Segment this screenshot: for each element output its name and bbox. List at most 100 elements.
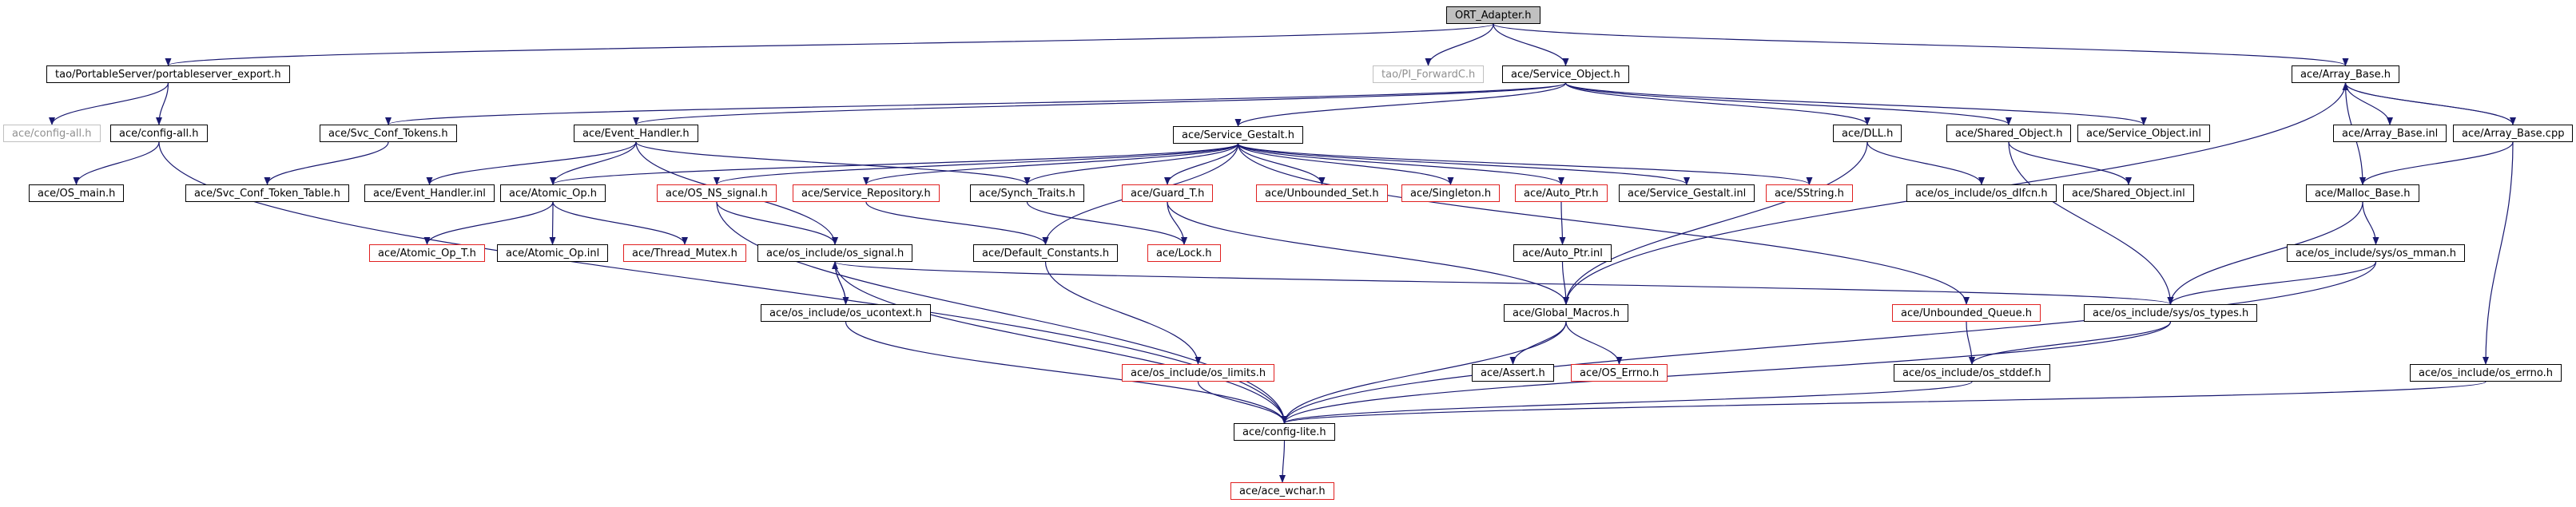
edge-global_macros-to-assert <box>1509 321 1567 365</box>
node-shared-object[interactable]: ace/Shared_Object.h <box>1946 125 2072 142</box>
node-service-gestalt[interactable]: ace/Service_Gestalt.h <box>1173 126 1304 144</box>
edge-service_gestalt-to-auto_ptr <box>1237 143 1564 185</box>
edge-auto_ptr_inl-to-global_macros <box>1561 261 1569 305</box>
node-os-types[interactable]: ace/os_include/sys/os_types.h <box>2084 304 2258 322</box>
edge-guard_t-to-lock <box>1167 201 1187 245</box>
node-array-base-inl[interactable]: ace/Array_Base.inl <box>2333 125 2447 142</box>
node-atomic-op-inl[interactable]: ace/Atomic_Op.inl <box>497 244 609 262</box>
edge-shared_object-to-shared_object_inl <box>2008 141 2132 185</box>
edge-service_object-to-svc_conf_tokens <box>385 82 1567 125</box>
edge-service_object-to-event_handler <box>633 82 1567 125</box>
edge-event_handler-to-synch_traits <box>635 141 1031 185</box>
node-synch-traits[interactable]: ace/Synch_Traits.h <box>970 184 1084 202</box>
edge-shared_object-to-os_types <box>2008 141 2174 305</box>
node-os-stddef[interactable]: ace/os_include/os_stddef.h <box>1894 364 2050 382</box>
edge-event_handler-to-event_handler_inl <box>426 141 637 185</box>
node-event-handler[interactable]: ace/Event_Handler.h <box>574 125 698 142</box>
edge-ort_adapter-to-pi_forwardc <box>1425 23 1494 66</box>
node-global-macros[interactable]: ace/Global_Macros.h <box>1504 304 1628 322</box>
node-unbounded-set[interactable]: ace/Unbounded_Set.h <box>1256 184 1388 202</box>
edge-os_limits-to-config_lite <box>1197 381 1288 424</box>
edge-atomic_op-to-atomic_op_inl <box>549 201 556 245</box>
node-malloc-base[interactable]: ace/Malloc_Base.h <box>2306 184 2419 202</box>
edge-service_gestalt-to-atomic_op <box>550 143 1239 185</box>
edge-os_types-to-os_stddef <box>1969 321 2172 365</box>
edge-array_base_cpp-to-malloc_base <box>2359 141 2514 185</box>
node-pi-forwardc[interactable]: tao/PI_ForwardC.h <box>1373 65 1485 83</box>
node-config-all[interactable]: ace/config-all.h <box>110 125 208 142</box>
node-os-signal[interactable]: ace/os_include/os_signal.h <box>757 244 913 262</box>
node-svc-conf-tokens[interactable]: ace/Svc_Conf_Tokens.h <box>320 125 457 142</box>
node-singleton[interactable]: ace/Singleton.h <box>1401 184 1501 202</box>
edge-malloc_base-to-os_types <box>2167 201 2363 305</box>
node-dll[interactable]: ace/DLL.h <box>1833 125 1902 142</box>
node-lock[interactable]: ace/Lock.h <box>1147 244 1221 262</box>
node-os-dlfcn[interactable]: ace/os_include/os_dlfcn.h <box>1906 184 2057 202</box>
edge-config_all-to-os_main <box>73 141 160 185</box>
edge-os_ucontext-to-os_signal <box>832 261 847 305</box>
node-unbounded-queue[interactable]: ace/Unbounded_Queue.h <box>1892 304 2041 322</box>
edge-service_gestalt-to-sstring <box>1237 143 1813 185</box>
node-auto-ptr[interactable]: ace/Auto_Ptr.h <box>1515 184 1608 202</box>
edge-os_ns_signal-to-config_lite <box>716 201 1288 424</box>
edge-os_signal-to-os_types <box>834 261 2173 305</box>
node-ort-adapter[interactable]: ORT_Adapter.h <box>1446 6 1540 24</box>
node-os-mman[interactable]: ace/os_include/sys/os_mman.h <box>2287 244 2465 262</box>
edge-ort_adapter-to-array_base <box>1493 23 2349 66</box>
node-auto-ptr-inl[interactable]: ace/Auto_Ptr.inl <box>1513 244 1612 262</box>
node-svc-conf-token-table[interactable]: ace/Svc_Conf_Token_Table.h <box>185 184 349 202</box>
edge-service_gestalt-to-unbounded_queue <box>1237 143 1970 305</box>
edge-os_mman-to-config_lite <box>1281 261 2377 424</box>
node-service-object-inl[interactable]: ace/Service_Object.inl <box>2077 125 2210 142</box>
node-atomic-op-t[interactable]: ace/Atomic_Op_T.h <box>369 244 485 262</box>
node-default-constants[interactable]: ace/Default_Constants.h <box>973 244 1119 262</box>
edge-os_types-to-config_lite <box>1281 321 2172 424</box>
edge-service_object-to-service_object_inl <box>1564 82 2147 125</box>
edge-synch_traits-to-lock <box>1026 201 1187 245</box>
node-service-object[interactable]: ace/Service_Object.h <box>1502 65 1629 83</box>
edge-auto_ptr-to-auto_ptr_inl <box>1559 201 1566 245</box>
node-portableserver-export[interactable]: tao/PortableServer/portableserver_export… <box>46 65 290 83</box>
node-assert[interactable]: ace/Assert.h <box>1472 364 1554 382</box>
node-os-main[interactable]: ace/OS_main.h <box>29 184 125 202</box>
node-array-base-cpp[interactable]: ace/Array_Base.cpp <box>2453 125 2574 142</box>
edge-service_gestalt-to-unbounded_set <box>1237 143 1326 185</box>
node-service-repository[interactable]: ace/Service_Repository.h <box>793 184 940 202</box>
edge-array_base_cpp-to-array_base <box>2342 82 2514 125</box>
node-os-errno[interactable]: ace/os_include/os_errno.h <box>2410 364 2562 382</box>
node-os-ucontext[interactable]: ace/os_include/os_ucontext.h <box>761 304 932 322</box>
edge-atomic_op-to-thread_mutex <box>552 201 688 245</box>
node-os-limits[interactable]: ace/os_include/os_limits.h <box>1122 364 1275 382</box>
node-ace-wchar[interactable]: ace/ace_wchar.h <box>1230 482 1334 500</box>
edge-default_constants-to-os_limits <box>1044 261 1202 365</box>
edge-ort_adapter-to-service_object <box>1493 23 1569 66</box>
node-sstring[interactable]: ace/SString.h <box>1766 184 1853 202</box>
edge-svc_conf_tokens-to-svc_conf_token_table <box>264 141 389 185</box>
edge-event_handler-to-atomic_op <box>550 141 637 185</box>
edge-global_macros-to-config_lite <box>1281 321 1567 424</box>
node-guard-t[interactable]: ace/Guard_T.h <box>1122 184 1214 202</box>
edge-os_signal-to-config_lite <box>834 261 1288 424</box>
node-array-base[interactable]: ace/Array_Base.h <box>2292 65 2400 83</box>
edge-atomic_op-to-atomic_op_t <box>423 201 554 245</box>
edge-service_gestalt-to-guard_t <box>1164 143 1239 185</box>
edge-guard_t-to-global_macros <box>1167 201 1569 305</box>
node-config-lite[interactable]: ace/config-lite.h <box>1234 423 1335 441</box>
node-thread-mutex[interactable]: ace/Thread_Mutex.h <box>623 244 746 262</box>
node-atomic-op[interactable]: ace/Atomic_Op.h <box>500 184 606 202</box>
node-os-errno-red[interactable]: ace/OS_Errno.h <box>1571 364 1668 382</box>
node-shared-object-inl[interactable]: ace/Shared_Object.inl <box>2063 184 2194 202</box>
edge-portableserver_export-to-config_all_grey <box>49 82 169 125</box>
edge-service_repository-to-default_constants <box>865 201 1049 245</box>
edge-os_ucontext-to-config_lite <box>845 321 1288 424</box>
node-config-all-grey[interactable]: ace/config-all.h <box>3 125 101 142</box>
node-service-gestalt-inl[interactable]: ace/Service_Gestalt.inl <box>1619 184 1755 202</box>
edge-dll-to-os_dlfcn <box>1866 141 1985 185</box>
edge-os_stddef-to-config_lite <box>1281 381 1973 424</box>
node-os-ns-signal[interactable]: ace/OS_NS_signal.h <box>657 184 777 202</box>
edge-portableserver_export-to-config_all <box>156 82 169 125</box>
node-event-handler-inl[interactable]: ace/Event_Handler.inl <box>364 184 495 202</box>
edge-os_mman-to-os_types <box>2167 261 2377 305</box>
edge-os_errno-to-config_lite <box>1282 381 2487 424</box>
